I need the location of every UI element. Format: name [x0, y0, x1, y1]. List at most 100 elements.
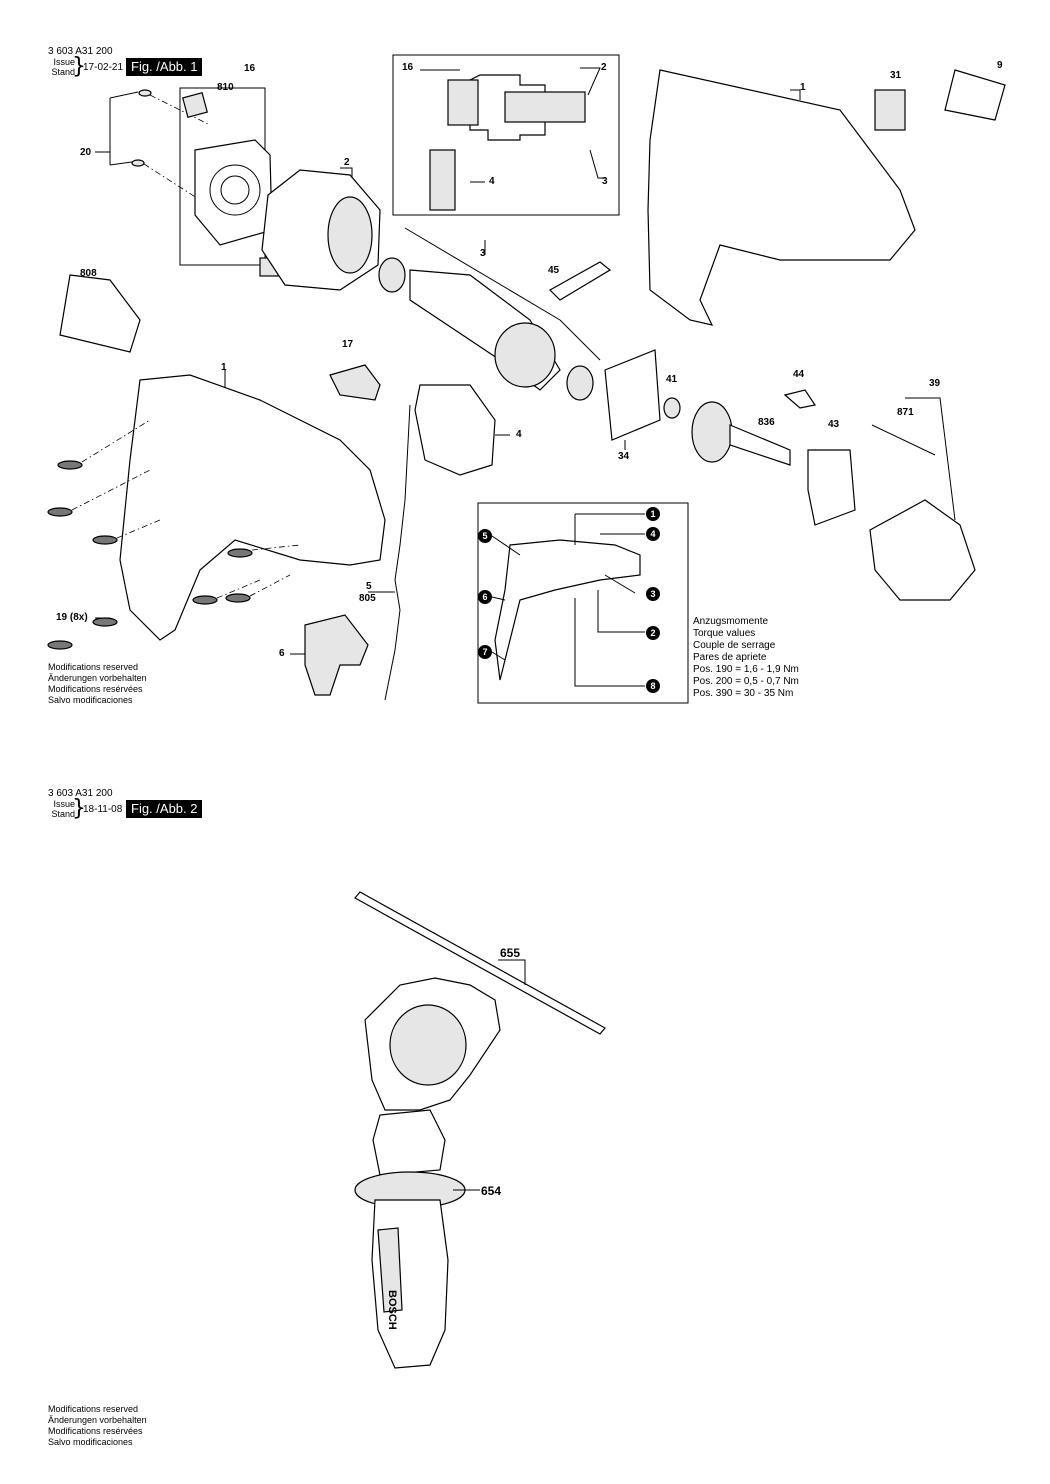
grip-soft-zone	[377, 1227, 403, 1313]
spring-43	[807, 449, 856, 526]
mods-line: Salvo modificaciones	[48, 695, 133, 705]
torque-callout-3: 3	[646, 587, 660, 601]
ring-41	[663, 397, 681, 419]
mods-line: Salvo modificaciones	[48, 1437, 133, 1447]
issue-label: Issue	[53, 799, 75, 809]
modifications-notice-fig1: Modifications reserved Änderungen vorbeh…	[48, 662, 147, 706]
part-num-654: 654	[481, 1184, 502, 1198]
part-num-2: 2	[344, 157, 350, 168]
brush-holder-ring	[209, 164, 261, 216]
stand-label: Stand	[51, 809, 75, 819]
inset-part-num-16: 16	[402, 62, 414, 73]
issue-stand-labels-fig2: Issue Stand	[40, 799, 75, 819]
torque-callout-8: 8	[646, 679, 660, 693]
torque-line: Pos. 390 = 30 - 35 Nm	[693, 688, 794, 699]
clamp-bore	[389, 1004, 467, 1086]
bearing-rear	[566, 365, 594, 401]
torque-inset-box	[477, 502, 689, 704]
brush-holder-hub	[220, 175, 250, 205]
screws-19	[47, 460, 253, 650]
chuck-key-871	[871, 424, 936, 456]
torque-drill-illustration	[494, 539, 641, 681]
torque-callout-6: 6	[478, 590, 492, 604]
switch-4	[414, 384, 496, 476]
screw-20a	[138, 89, 152, 97]
bearing-plate-34	[604, 349, 661, 441]
torque-line: Anzugsmomente	[693, 616, 769, 627]
part-num-39: 39	[929, 378, 941, 389]
part-num-810: 810	[217, 82, 234, 93]
part-num-871: 871	[897, 407, 914, 418]
armature-fan	[494, 322, 556, 388]
part-num-16: 16	[244, 63, 256, 74]
torque-line: Pos. 200 = 0,5 - 0,7 Nm	[693, 676, 799, 687]
figure-badge: Fig. /Abb. 1	[126, 58, 203, 76]
inset-part-num-2: 2	[601, 62, 607, 73]
inset-leaders	[420, 67, 606, 183]
inset-armature	[504, 91, 586, 123]
torque-callout-7: 7	[478, 645, 492, 659]
part-45	[549, 261, 612, 301]
leader-20	[95, 91, 139, 166]
field-coil-bore	[327, 196, 373, 274]
figure-badge-fig2: Fig. /Abb. 2	[126, 800, 203, 818]
issue-stand-labels: Issue Stand	[40, 57, 75, 77]
brace-glyph-fig2: }	[72, 796, 86, 821]
inset-part-num-4: 4	[489, 176, 495, 187]
torque-values-block: Anzugsmomente Torque values Couple de se…	[693, 616, 799, 700]
torque-line: Couple de serrage	[693, 640, 776, 651]
clip-31	[874, 89, 906, 131]
document-id: 3 603 A31 200	[48, 46, 113, 57]
part-num-4: 4	[516, 429, 522, 440]
part-num-45: 45	[548, 265, 560, 276]
brush-810-top	[182, 92, 208, 118]
mods-line: Änderungen vorbehalten	[48, 1415, 147, 1425]
part-num-1-top: 1	[800, 82, 806, 93]
mods-line: Modifications resérvées	[48, 1426, 143, 1436]
assembly-lines-19	[71, 419, 301, 599]
brand-mark: BOSCH	[386, 1290, 398, 1330]
part-num-19: 19 (8x)	[56, 612, 88, 623]
torque-callout-1: 1	[646, 507, 660, 521]
torque-line: Torque values	[693, 628, 756, 639]
chuck-bracket-39	[905, 397, 956, 521]
armature-bracket	[404, 227, 601, 361]
brace-glyph: }	[72, 54, 86, 79]
mods-line: Modifications reserved	[48, 1404, 139, 1414]
part-num-808: 808	[80, 268, 97, 279]
part-num-6: 6	[279, 648, 285, 659]
part-num-17: 17	[342, 339, 354, 350]
inset-switch	[429, 149, 456, 211]
torque-line: Pos. 190 = 1,6 - 1,9 Nm	[693, 664, 799, 675]
torque-leaders	[491, 513, 645, 687]
leader-655	[498, 959, 526, 985]
label-9	[944, 69, 1006, 121]
mods-line: Änderungen vorbehalten	[48, 673, 147, 683]
part-num-31: 31	[890, 70, 902, 81]
part-num-43: 43	[828, 419, 840, 430]
mods-line: Modifications resérvées	[48, 684, 143, 694]
mods-line: Modifications reserved	[48, 662, 139, 672]
cable-protector-6	[304, 614, 369, 696]
screw-20b	[131, 159, 145, 167]
stand-label: Stand	[51, 67, 75, 77]
housing-half-1-top	[647, 69, 916, 326]
handle-collar	[372, 1109, 446, 1176]
inset-brush-holder	[447, 79, 479, 126]
cable-5	[384, 404, 411, 701]
issue-date-fig2: 18-11-08	[83, 804, 123, 815]
torque-callout-5: 5	[478, 529, 492, 543]
part-num-655: 655	[500, 946, 521, 960]
issue-label: Issue	[53, 57, 75, 67]
part-num-3: 3	[480, 248, 486, 259]
part-17	[329, 364, 381, 401]
part-num-5: 5	[366, 581, 372, 592]
torque-callout-4: 4	[646, 527, 660, 541]
document-id-fig2: 3 603 A31 200	[48, 788, 113, 799]
chuck-39	[869, 499, 976, 601]
leader-1-top	[790, 89, 801, 100]
clip-44	[783, 389, 816, 409]
spindle-836	[729, 424, 791, 466]
